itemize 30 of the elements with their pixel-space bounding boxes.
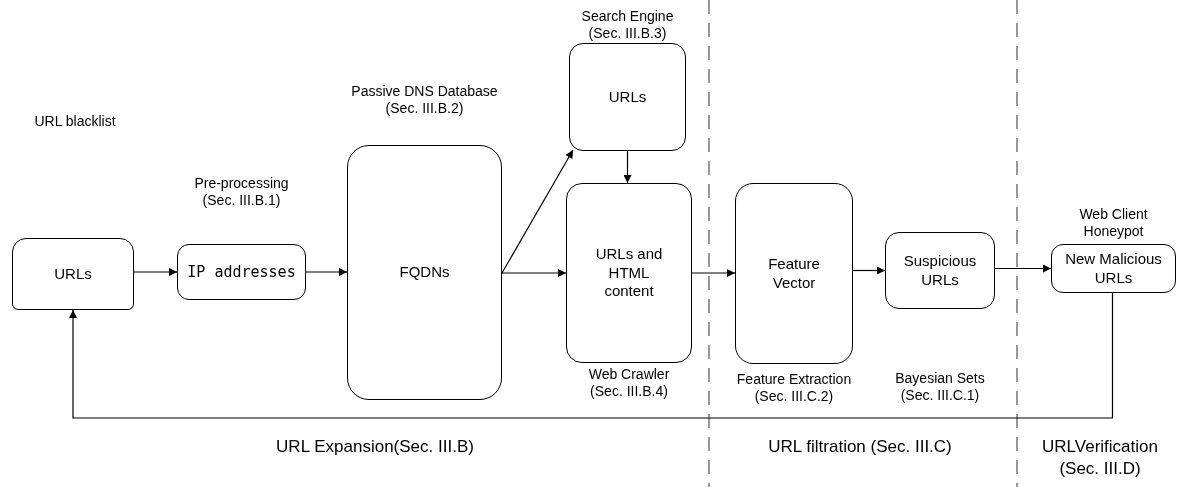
section-label: URL filtration (Sec. III.C) <box>767 436 953 458</box>
arrow <box>852 266 886 275</box>
stage-heading: Pre-processing (Sec. III.B.1) <box>193 175 290 209</box>
arrow <box>305 268 348 276</box>
process-box <box>885 232 995 309</box>
stage-heading: Bayesian Sets (Sec. III.C.1) <box>894 370 986 404</box>
box-label: FQDNs <box>398 263 451 282</box>
box-label: URLs and HTML content <box>594 244 664 302</box>
arrow <box>133 268 178 276</box>
stage-heading: URL blacklist <box>33 113 117 130</box>
arrow <box>69 292 1114 419</box>
process-box <box>12 238 134 310</box>
box-label: IP addresses <box>186 262 297 282</box>
box-label: New Malicious URLs <box>1064 249 1163 288</box>
box-label: URLs <box>607 87 648 107</box>
stage-heading: Web Crawler (Sec. III.B.4) <box>587 366 671 400</box>
box-label: Suspicious URLs <box>902 251 978 290</box>
box-label: Feature Vector <box>767 254 821 293</box>
arrow <box>994 264 1052 273</box>
section-label: URLVerification (Sec. III.D) <box>1041 436 1159 481</box>
section-label: URL Expansion(Sec. III.B) <box>275 436 475 458</box>
arrow <box>623 150 632 184</box>
stage-heading: Web Client Honeypot <box>1078 206 1149 240</box>
stage-heading: Passive DNS Database (Sec. III.B.2) <box>350 83 499 117</box>
box-label: URLs <box>53 264 93 284</box>
stage-heading: Search Engine (Sec. III.B.3) <box>580 8 675 42</box>
arrow <box>691 269 736 277</box>
arrow <box>501 149 574 274</box>
stage-heading: Feature Extraction (Sec. III.C.2) <box>735 371 853 405</box>
arrow <box>501 269 567 277</box>
